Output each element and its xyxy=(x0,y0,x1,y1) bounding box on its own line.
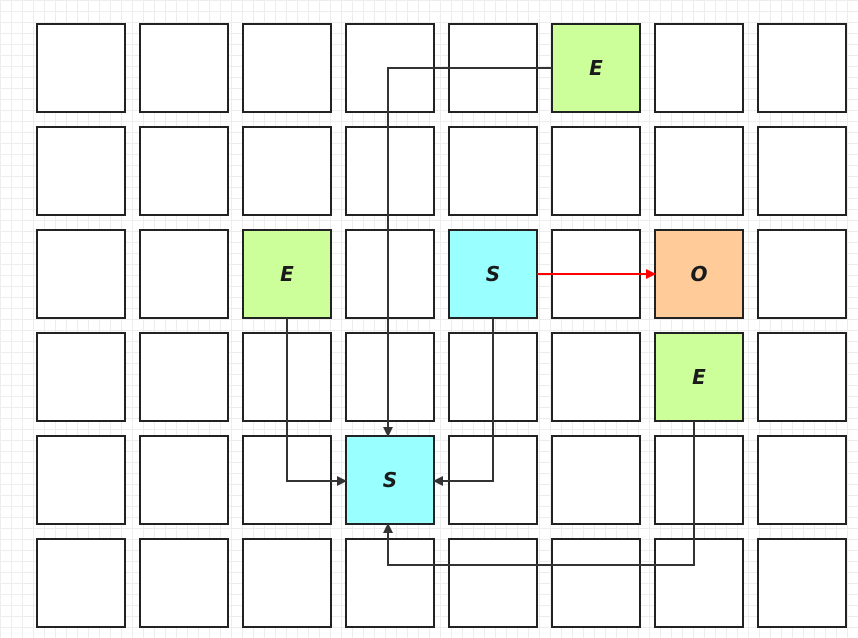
grid-cell-r3c5 xyxy=(551,332,641,422)
grid-cell-r5c2 xyxy=(242,538,332,628)
grid-cell-r5c6 xyxy=(654,538,744,628)
cell-e-r3c6 xyxy=(654,332,744,422)
grid-cell-r4c5 xyxy=(551,435,641,525)
cells-layer xyxy=(36,23,847,628)
grid-cell-r0c2 xyxy=(242,23,332,113)
grid-cell-r1c5 xyxy=(551,126,641,216)
grid-cell-r3c1 xyxy=(139,332,229,422)
grid-cell-r5c4 xyxy=(448,538,538,628)
arrow-2 xyxy=(433,318,494,486)
grid-cell-r5c3 xyxy=(345,538,435,628)
grid-cell-r5c5 xyxy=(551,538,641,628)
cell-label-s: S xyxy=(486,262,500,286)
cell-label-o: O xyxy=(690,262,707,286)
cell-label-s: S xyxy=(383,468,397,492)
arrows-layer xyxy=(286,67,695,566)
grid-cell-r5c0 xyxy=(36,538,126,628)
arrow-1 xyxy=(286,318,347,486)
grid-cell-r4c0 xyxy=(36,435,126,525)
cell-e-r0c5 xyxy=(551,23,641,113)
grid-cell-r0c0 xyxy=(36,23,126,113)
grid-cell-r2c1 xyxy=(139,229,229,319)
arrow-3 xyxy=(383,421,695,566)
grid-cell-r1c6 xyxy=(654,126,744,216)
grid-cell-r0c7 xyxy=(757,23,847,113)
grid-cell-r1c3 xyxy=(345,126,435,216)
grid-cell-r5c7 xyxy=(757,538,847,628)
grid-cell-r1c4 xyxy=(448,126,538,216)
grid-cell-r0c6 xyxy=(654,23,744,113)
arrow-0 xyxy=(383,67,552,437)
labels-layer: E E S O E S xyxy=(280,56,707,492)
grid-cell-r5c1 xyxy=(139,538,229,628)
grid-cell-r1c7 xyxy=(757,126,847,216)
cell-o-r2c6 xyxy=(654,229,744,319)
grid-cell-r3c3 xyxy=(345,332,435,422)
grid-cell-r4c7 xyxy=(757,435,847,525)
grid-cell-r0c1 xyxy=(139,23,229,113)
grid-cell-r2c3 xyxy=(345,229,435,319)
grid-cell-r1c1 xyxy=(139,126,229,216)
cell-label-e: E xyxy=(589,56,603,80)
grid-cell-r3c7 xyxy=(757,332,847,422)
grid-cell-r4c1 xyxy=(139,435,229,525)
grid-cell-r1c0 xyxy=(36,126,126,216)
grid-cell-r2c0 xyxy=(36,229,126,319)
cell-s-r4c3 xyxy=(345,435,435,525)
grid-cell-r3c0 xyxy=(36,332,126,422)
cell-label-e: E xyxy=(280,262,294,286)
grid-cell-r2c7 xyxy=(757,229,847,319)
grid-cell-r1c2 xyxy=(242,126,332,216)
cell-e-r2c2 xyxy=(242,229,332,319)
cell-label-e: E xyxy=(692,365,706,389)
grid-cell-r4c6 xyxy=(654,435,744,525)
